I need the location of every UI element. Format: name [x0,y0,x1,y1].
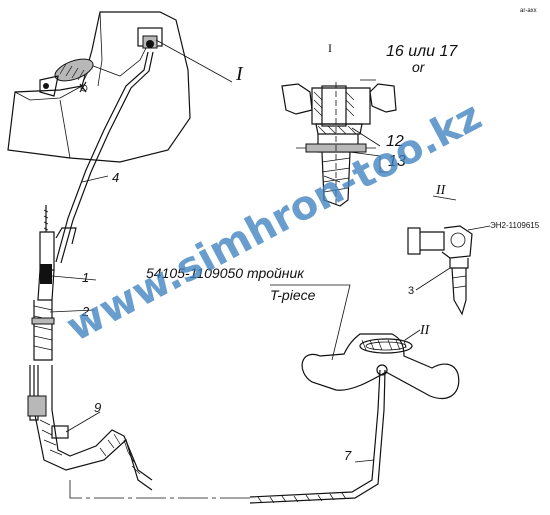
watermark: www.simhron-too.kz [59,93,489,351]
leader-II-lower [404,329,421,341]
view-label-II-mid: II [435,183,447,198]
bracket-clamp [39,58,94,97]
label-tee-code: 54105-1109050 тройник [146,265,305,281]
upper-valve [137,27,163,49]
leader-1 [51,275,97,281]
leader-ЭН2 [467,225,491,231]
tee-piece [301,333,460,400]
label-12: 12 [386,133,404,150]
pipe-4 [55,51,154,264]
section-view-I [281,82,397,207]
part-number-small: ЭН2-1109615 [490,221,540,230]
leader-9 [65,411,101,433]
leader-4 [81,175,109,183]
label-16-17: 16 или 17 [386,43,458,60]
II-underline [432,195,457,201]
detail-view-II [407,225,473,316]
label-tee-en: T-piece [270,287,316,303]
leader-3 [415,267,451,291]
baseline-dashed [69,480,250,499]
label-13: 13 [388,153,406,170]
leader-7 [354,459,375,463]
label-7: 7 [344,448,352,463]
label-16-17-en: or [412,59,426,75]
leader-13 [349,151,381,157]
label-9: 9 [94,400,101,415]
label-4: 4 [112,170,119,185]
leader-12 [351,127,381,147]
callout-I: I [235,63,244,85]
view-label-I-top: I [328,41,332,55]
leader-13-box [379,156,388,173]
body-panel [7,11,191,163]
pipe-7 [249,369,386,504]
label-2: 2 [81,304,90,319]
view-label-II-lower: II [419,323,431,338]
leader-tee [270,284,351,361]
corner-mark: ar-axx [520,8,537,14]
leader-2 [49,309,95,313]
label-3: 3 [408,285,414,297]
vertical-hose [31,205,77,361]
leader-I [155,39,233,83]
label-1: 1 [82,270,89,285]
curved-hose [27,365,153,491]
